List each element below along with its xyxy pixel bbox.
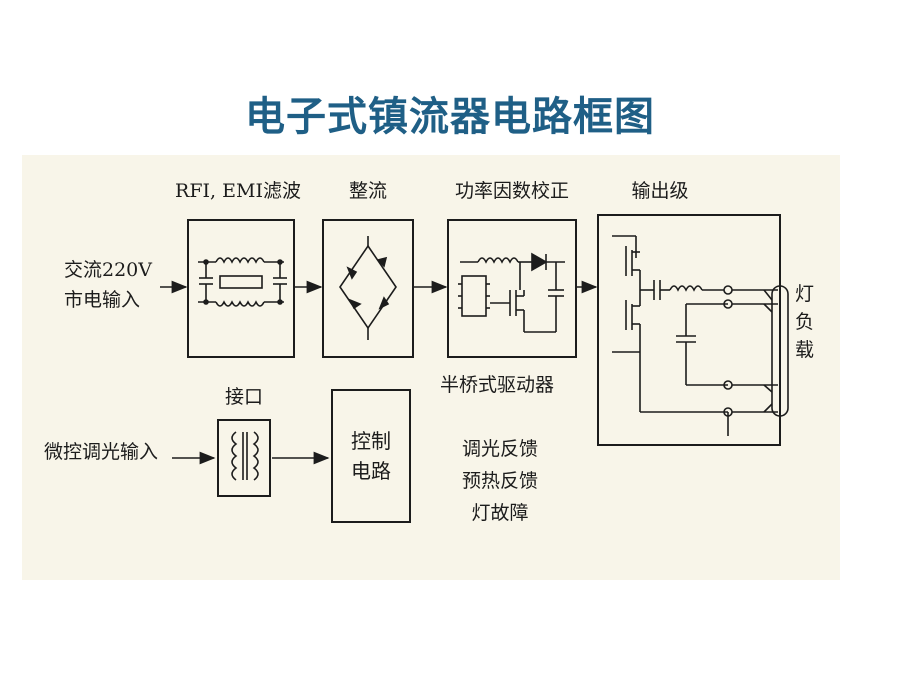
feedback-preheat: 预热反馈 — [462, 470, 538, 492]
lamp-load — [763, 285, 789, 417]
filter-block — [187, 219, 295, 358]
page-title: 电子式镇流器电路框图 — [245, 94, 655, 140]
ac-input-label-1: 交流220V — [64, 259, 152, 281]
output-stage-label: 输出级 — [631, 180, 688, 202]
pfc-label: 功率因数校正 — [455, 180, 569, 202]
control-label-2: 电路 — [351, 459, 391, 483]
pfc-block — [447, 219, 577, 358]
rectifier-block — [322, 219, 414, 358]
interface-block — [217, 419, 271, 497]
control-block — [331, 389, 411, 523]
feedback-lamp-fault: 灯故障 — [471, 502, 528, 524]
lamp-label-2: 负 — [795, 311, 814, 333]
dimming-input-label: 微控调光输入 — [44, 441, 158, 463]
interface-label: 接口 — [225, 386, 263, 408]
ac-input-label-2: 市电输入 — [64, 289, 140, 311]
feedback-dimming: 调光反馈 — [462, 438, 538, 460]
lamp-label-3: 载 — [795, 339, 814, 361]
half-bridge-label: 半桥式驱动器 — [440, 374, 554, 396]
output-stage-block — [597, 214, 781, 446]
lamp-label-1: 灯 — [795, 283, 814, 305]
control-label-1: 控制 — [351, 429, 391, 453]
rectifier-label: 整流 — [349, 180, 387, 202]
rfi-emi-label: RFI, EMI滤波 — [175, 180, 301, 202]
diagram-panel — [22, 155, 840, 580]
